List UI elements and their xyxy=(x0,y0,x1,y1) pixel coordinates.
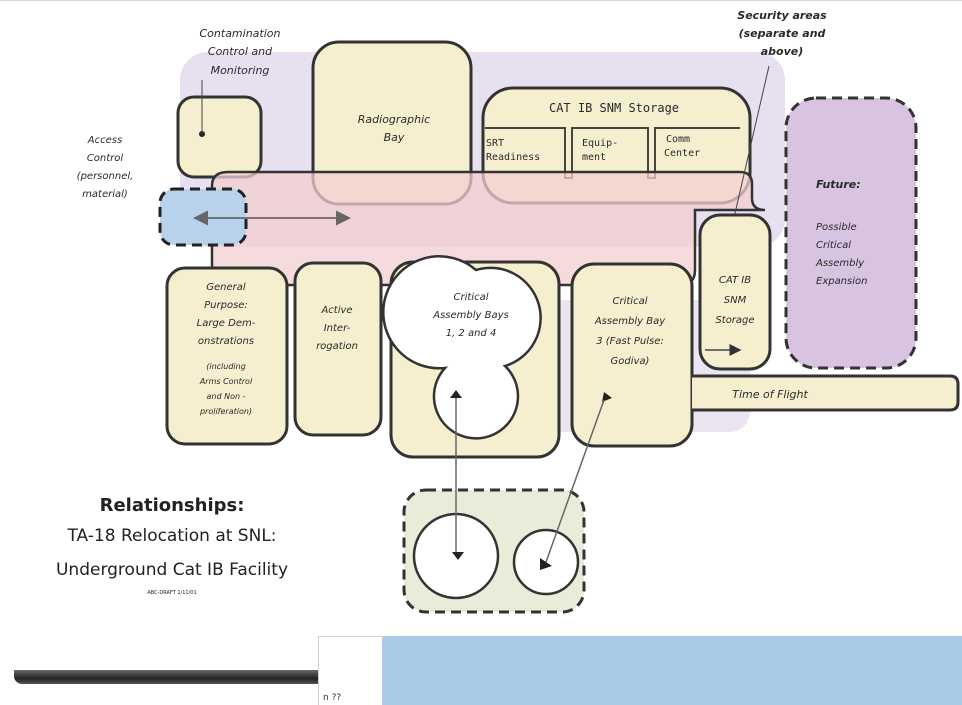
critical-bays-124-label: Critical Assembly Bays 1, 2 and 4 xyxy=(432,292,509,339)
svg-text:Arms Control: Arms Control xyxy=(199,377,253,386)
active-interrogation-label: Active Inter- rogation xyxy=(316,305,358,352)
time-of-flight-label: Time of Flight xyxy=(732,388,808,401)
equipment-label: Equip- ment xyxy=(582,138,618,163)
svg-text:material): material) xyxy=(82,189,128,200)
future-title: Future: xyxy=(816,178,861,191)
svg-text:Purpose:: Purpose: xyxy=(204,300,248,311)
svg-text:CAT IB: CAT IB xyxy=(719,275,751,286)
svg-text:Center: Center xyxy=(664,148,700,159)
svg-text:3 (Fast Pulse:: 3 (Fast Pulse: xyxy=(596,336,664,347)
cat-storage-label: CAT IB SNM Storage xyxy=(715,275,754,326)
access-control-box xyxy=(158,187,248,247)
bay-124-arrow xyxy=(450,390,462,398)
contamination-box xyxy=(176,95,263,179)
svg-text:Assembly: Assembly xyxy=(815,258,865,269)
svg-text:Control: Control xyxy=(87,153,124,164)
svg-text:Contamination: Contamination xyxy=(200,27,281,40)
svg-text:onstrations: onstrations xyxy=(198,336,254,347)
svg-text:Access: Access xyxy=(87,135,122,146)
storage-title: CAT IB SNM Storage xyxy=(549,101,679,115)
svg-text:and Non -: and Non - xyxy=(207,392,246,401)
svg-text:Monitoring: Monitoring xyxy=(211,64,270,77)
general-purpose-box xyxy=(165,266,289,446)
draft-note: ABC-DRAFT 1/11/01 xyxy=(147,590,196,596)
future-body: Possible Critical Assembly Expansion xyxy=(815,222,868,287)
lower-bay-arrow-2 xyxy=(540,558,552,570)
security-leader xyxy=(732,65,770,223)
svg-text:Readiness: Readiness xyxy=(486,152,540,163)
critical-bay-3-box xyxy=(570,262,694,448)
srt-label: SRT Readiness xyxy=(486,138,540,163)
svg-text:Possible: Possible xyxy=(816,222,857,233)
security-label: Security areas (separate and above) xyxy=(737,9,827,58)
svg-text:Storage: Storage xyxy=(715,315,754,326)
svg-text:Equip-: Equip- xyxy=(582,138,618,149)
svg-text:Assembly Bay: Assembly Bay xyxy=(594,316,666,327)
critical-bays-124-circles xyxy=(382,255,542,440)
svg-text:Critical: Critical xyxy=(454,292,489,303)
general-purpose-label: General Purpose: Large Dem- onstrations xyxy=(197,282,256,347)
svg-text:Control and: Control and xyxy=(208,45,273,58)
storage-inner-rooms xyxy=(485,127,740,179)
access-control-label: Access Control (personnel, material) xyxy=(77,135,134,200)
svg-text:Critical: Critical xyxy=(816,240,851,251)
contamination-label: Contamination Control and Monitoring xyxy=(200,27,281,77)
svg-text:SNM: SNM xyxy=(724,295,747,306)
svg-text:proliferation): proliferation) xyxy=(199,407,252,416)
svg-text:Comm: Comm xyxy=(666,134,690,145)
comm-label: Comm Center xyxy=(664,134,700,159)
svg-text:Inter-: Inter- xyxy=(324,323,351,334)
subtitle-line-1: TA-18 Relocation at SNL: xyxy=(66,526,276,546)
svg-text:1, 2 and 4: 1, 2 and 4 xyxy=(446,328,497,339)
svg-text:Assembly Bays: Assembly Bays xyxy=(432,310,509,321)
svg-text:(personnel,: (personnel, xyxy=(77,171,134,182)
svg-text:SRT: SRT xyxy=(486,138,504,149)
svg-text:(including: (including xyxy=(206,362,246,371)
svg-text:Active: Active xyxy=(320,305,352,316)
slide-shadow xyxy=(14,670,318,684)
critical-bay-3-label: Critical Assembly Bay 3 (Fast Pulse: God… xyxy=(594,296,666,367)
future-expansion-box xyxy=(784,96,918,370)
overlay-left-strip: n ?? xyxy=(318,636,382,705)
general-purpose-sublabel: (including Arms Control and Non - prolif… xyxy=(199,362,253,416)
svg-text:Security areas: Security areas xyxy=(737,9,827,22)
svg-text:General: General xyxy=(206,282,246,293)
time-of-flight-channel xyxy=(692,374,960,412)
svg-text:Critical: Critical xyxy=(613,296,648,307)
radiographic-label: Radiographic Bay xyxy=(358,113,430,144)
link-line-2 xyxy=(545,399,605,563)
svg-text:(separate and: (separate and xyxy=(739,27,826,40)
bay-3-arrow xyxy=(602,392,612,402)
svg-text:Expansion: Expansion xyxy=(816,276,868,287)
top-border xyxy=(0,0,962,1)
svg-text:rogation: rogation xyxy=(316,341,358,352)
overlay-blue-panel xyxy=(382,636,962,705)
cat-storage-box xyxy=(698,213,772,371)
svg-text:Large Dem-: Large Dem- xyxy=(197,318,256,329)
svg-text:Bay: Bay xyxy=(384,131,405,144)
svg-text:above): above) xyxy=(761,45,804,58)
svg-text:ment: ment xyxy=(582,152,606,163)
relationships-heading: Relationships: xyxy=(100,495,245,516)
corridor xyxy=(210,170,766,287)
svg-text:Godiva): Godiva) xyxy=(611,356,650,367)
overlay-strip-text: n ?? xyxy=(323,693,342,703)
svg-text:Radiographic: Radiographic xyxy=(358,113,430,126)
lower-bay-arrow-1 xyxy=(452,552,464,560)
subtitle-line-2: Underground Cat IB Facility xyxy=(56,560,288,580)
active-interrogation-box xyxy=(293,261,383,437)
